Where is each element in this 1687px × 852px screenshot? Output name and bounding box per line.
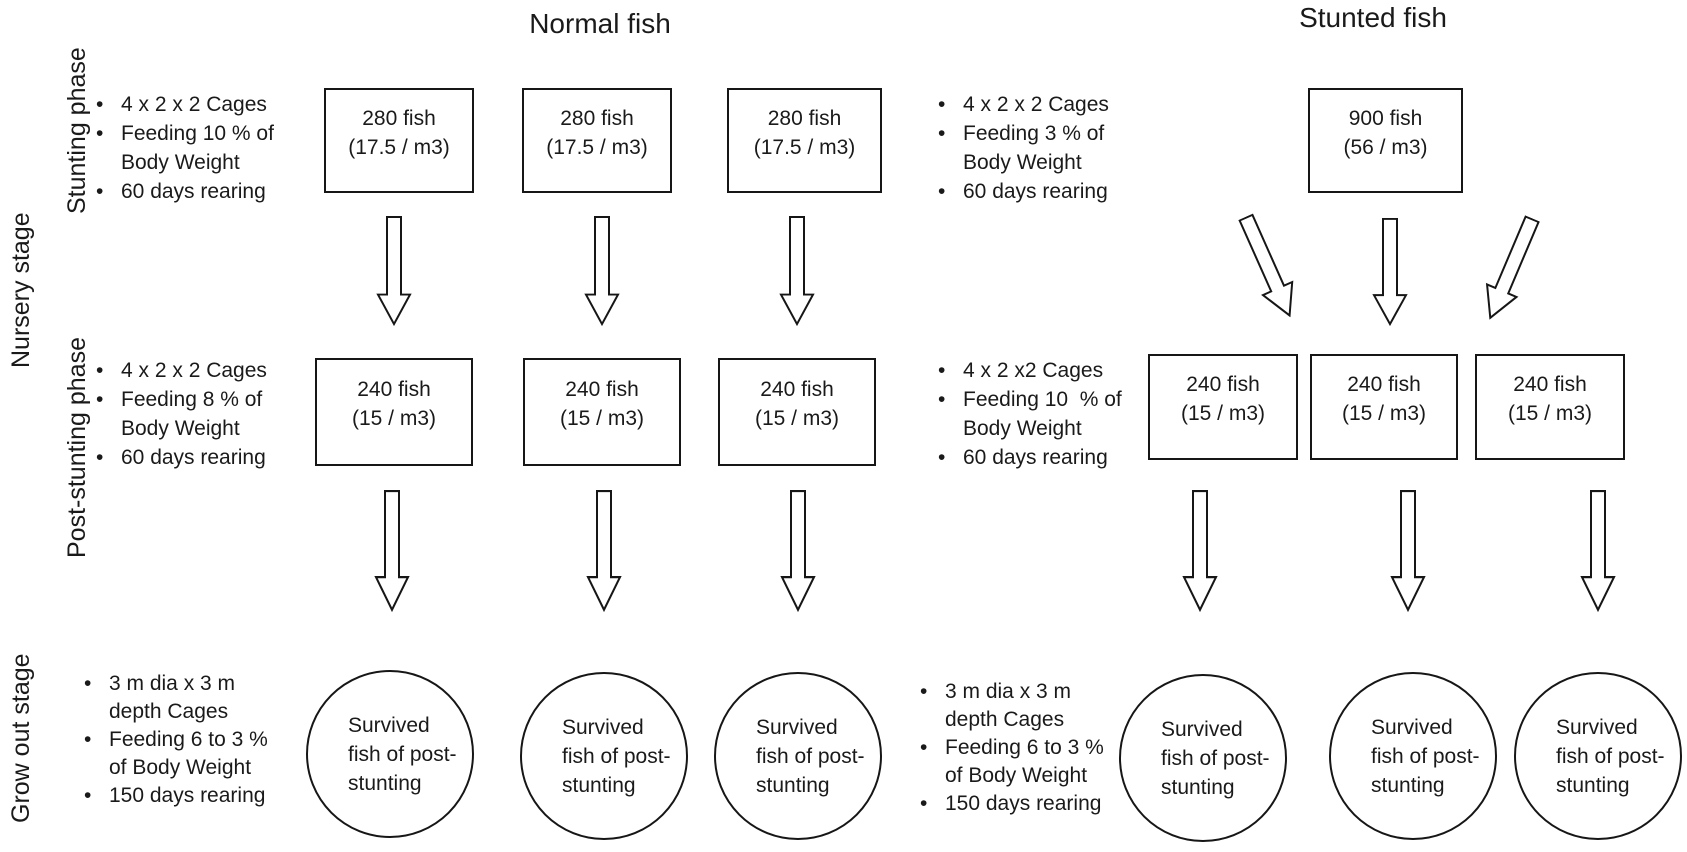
stunted-fish-title: Stunted fish: [1299, 2, 1447, 33]
down-arrow-icon: [370, 490, 414, 612]
condition-line: •Feeding 3 % of: [938, 119, 1173, 148]
condition-line: Body Weight: [938, 414, 1183, 443]
cage-box-normal-post-3: 240 fish (15 / m3): [718, 358, 876, 466]
down-arrow-icon: [1368, 218, 1412, 326]
condition-line: •3 m dia x 3 m: [84, 670, 319, 698]
down-arrow-icon: [582, 490, 626, 612]
cage-box-stunted-post-1: 240 fish (15 / m3): [1148, 354, 1298, 460]
normal-grow-out-conditions: •3 m dia x 3 m depth Cages •Feeding 6 to…: [84, 670, 319, 810]
bullet-dot: [84, 698, 109, 726]
condition-line: •150 days rearing: [920, 790, 1135, 818]
bullet-dot: •: [84, 672, 92, 695]
cage-box-normal-stunting-2: 280 fish (17.5 / m3): [522, 88, 672, 193]
bullet-dot: [920, 762, 945, 790]
condition-line: •Feeding 8 % of: [96, 385, 321, 414]
cage-box-stunted-post-2: 240 fish (15 / m3): [1310, 354, 1458, 460]
bullet-dot: •: [920, 736, 928, 759]
bullet-dot: •: [920, 792, 928, 815]
bullet-dot: [938, 414, 963, 443]
condition-line: •4 x 2 x 2 Cages: [938, 90, 1173, 119]
condition-line: Body Weight: [96, 414, 321, 443]
condition-line: •60 days rearing: [96, 177, 321, 206]
condition-line: •Feeding 6 to 3 %: [84, 726, 319, 754]
down-arrow-icon: [776, 490, 820, 612]
bullet-dot: •: [84, 784, 92, 807]
diagonal-right-arrow-icon: [1469, 210, 1552, 328]
bullet-dot: •: [938, 359, 946, 382]
stunted-grow-out-conditions: •3 m dia x 3 m depth Cages •Feeding 6 to…: [920, 678, 1135, 818]
survived-fish-circle-normal-1: Survived fish of post- stunting: [306, 670, 474, 838]
down-arrow-icon: [1178, 490, 1222, 612]
down-arrow-icon: [1576, 490, 1620, 612]
diagonal-left-arrow-icon: [1226, 208, 1311, 326]
normal-fish-title: Normal fish: [529, 8, 671, 39]
bullet-dot: [84, 754, 109, 782]
cage-box-stunted-post-3: 240 fish (15 / m3): [1475, 354, 1625, 460]
bullet-dot: •: [96, 122, 104, 145]
condition-line: •150 days rearing: [84, 782, 319, 810]
bullet-dot: •: [920, 680, 928, 703]
stunted-stunting-conditions: •4 x 2 x 2 Cages •Feeding 3 % of Body We…: [938, 90, 1173, 206]
bullet-dot: •: [938, 446, 946, 469]
condition-line: Body Weight: [938, 148, 1173, 177]
cage-box-normal-post-2: 240 fish (15 / m3): [523, 358, 681, 466]
bullet-dot: •: [938, 180, 946, 203]
condition-line: •4 x 2 x 2 Cages: [96, 356, 321, 385]
bullet-dot: •: [96, 388, 104, 411]
nursery-stage-label: Nursery stage: [7, 212, 35, 369]
normal-stunting-conditions: •4 x 2 x 2 Cages •Feeding 10 % of Body W…: [96, 90, 321, 206]
survived-fish-circle-normal-3: Survived fish of post- stunting: [714, 672, 882, 840]
down-arrow-icon: [1386, 490, 1430, 612]
bullet-dot: •: [96, 359, 104, 382]
stunting-phase-label: Stunting phase: [63, 47, 91, 215]
condition-line: Body Weight: [96, 148, 321, 177]
condition-line: •Feeding 10 % of: [96, 119, 321, 148]
grow-out-stage-label: Grow out stage: [7, 653, 35, 823]
condition-line: •3 m dia x 3 m: [920, 678, 1135, 706]
condition-line: •Feeding 6 to 3 %: [920, 734, 1135, 762]
condition-line: depth Cages: [84, 698, 319, 726]
down-arrow-icon: [372, 216, 416, 326]
stunted-post-stunting-conditions: •4 x 2 x2 Cages •Feeding 10 % of Body We…: [938, 356, 1183, 472]
cage-box-normal-post-1: 240 fish (15 / m3): [315, 358, 473, 466]
bullet-dot: •: [938, 93, 946, 116]
bullet-dot: •: [96, 446, 104, 469]
condition-line: of Body Weight: [920, 762, 1135, 790]
cage-box-normal-stunting-3: 280 fish (17.5 / m3): [727, 88, 882, 193]
condition-line: •60 days rearing: [96, 443, 321, 472]
bullet-dot: [938, 148, 963, 177]
condition-line: •4 x 2 x2 Cages: [938, 356, 1183, 385]
normal-post-stunting-conditions: •4 x 2 x 2 Cages •Feeding 8 % of Body We…: [96, 356, 321, 472]
condition-line: depth Cages: [920, 706, 1135, 734]
bullet-dot: •: [96, 180, 104, 203]
bullet-dot: [96, 148, 121, 177]
cage-box-normal-stunting-1: 280 fish (17.5 / m3): [324, 88, 474, 193]
down-arrow-icon: [775, 216, 819, 326]
bullet-dot: [920, 706, 945, 734]
condition-line: •4 x 2 x 2 Cages: [96, 90, 321, 119]
cage-box-stunted-stunting: 900 fish (56 / m3): [1308, 88, 1463, 193]
condition-line: of Body Weight: [84, 754, 319, 782]
survived-fish-circle-stunted-3: Survived fish of post- stunting: [1514, 672, 1682, 840]
down-arrow-icon: [580, 216, 624, 326]
condition-line: •60 days rearing: [938, 177, 1173, 206]
post-stunting-phase-label: Post-stunting phase: [63, 337, 91, 559]
condition-line: •Feeding 10 % of: [938, 385, 1183, 414]
bullet-dot: [96, 414, 121, 443]
survived-fish-circle-stunted-2: Survived fish of post- stunting: [1329, 672, 1497, 840]
survived-fish-circle-normal-2: Survived fish of post- stunting: [520, 672, 688, 840]
bullet-dot: •: [96, 93, 104, 116]
bullet-dot: •: [938, 122, 946, 145]
bullet-dot: •: [84, 728, 92, 751]
bullet-dot: •: [938, 388, 946, 411]
condition-line: •60 days rearing: [938, 443, 1183, 472]
survived-fish-circle-stunted-1: Survived fish of post- stunting: [1119, 674, 1287, 842]
